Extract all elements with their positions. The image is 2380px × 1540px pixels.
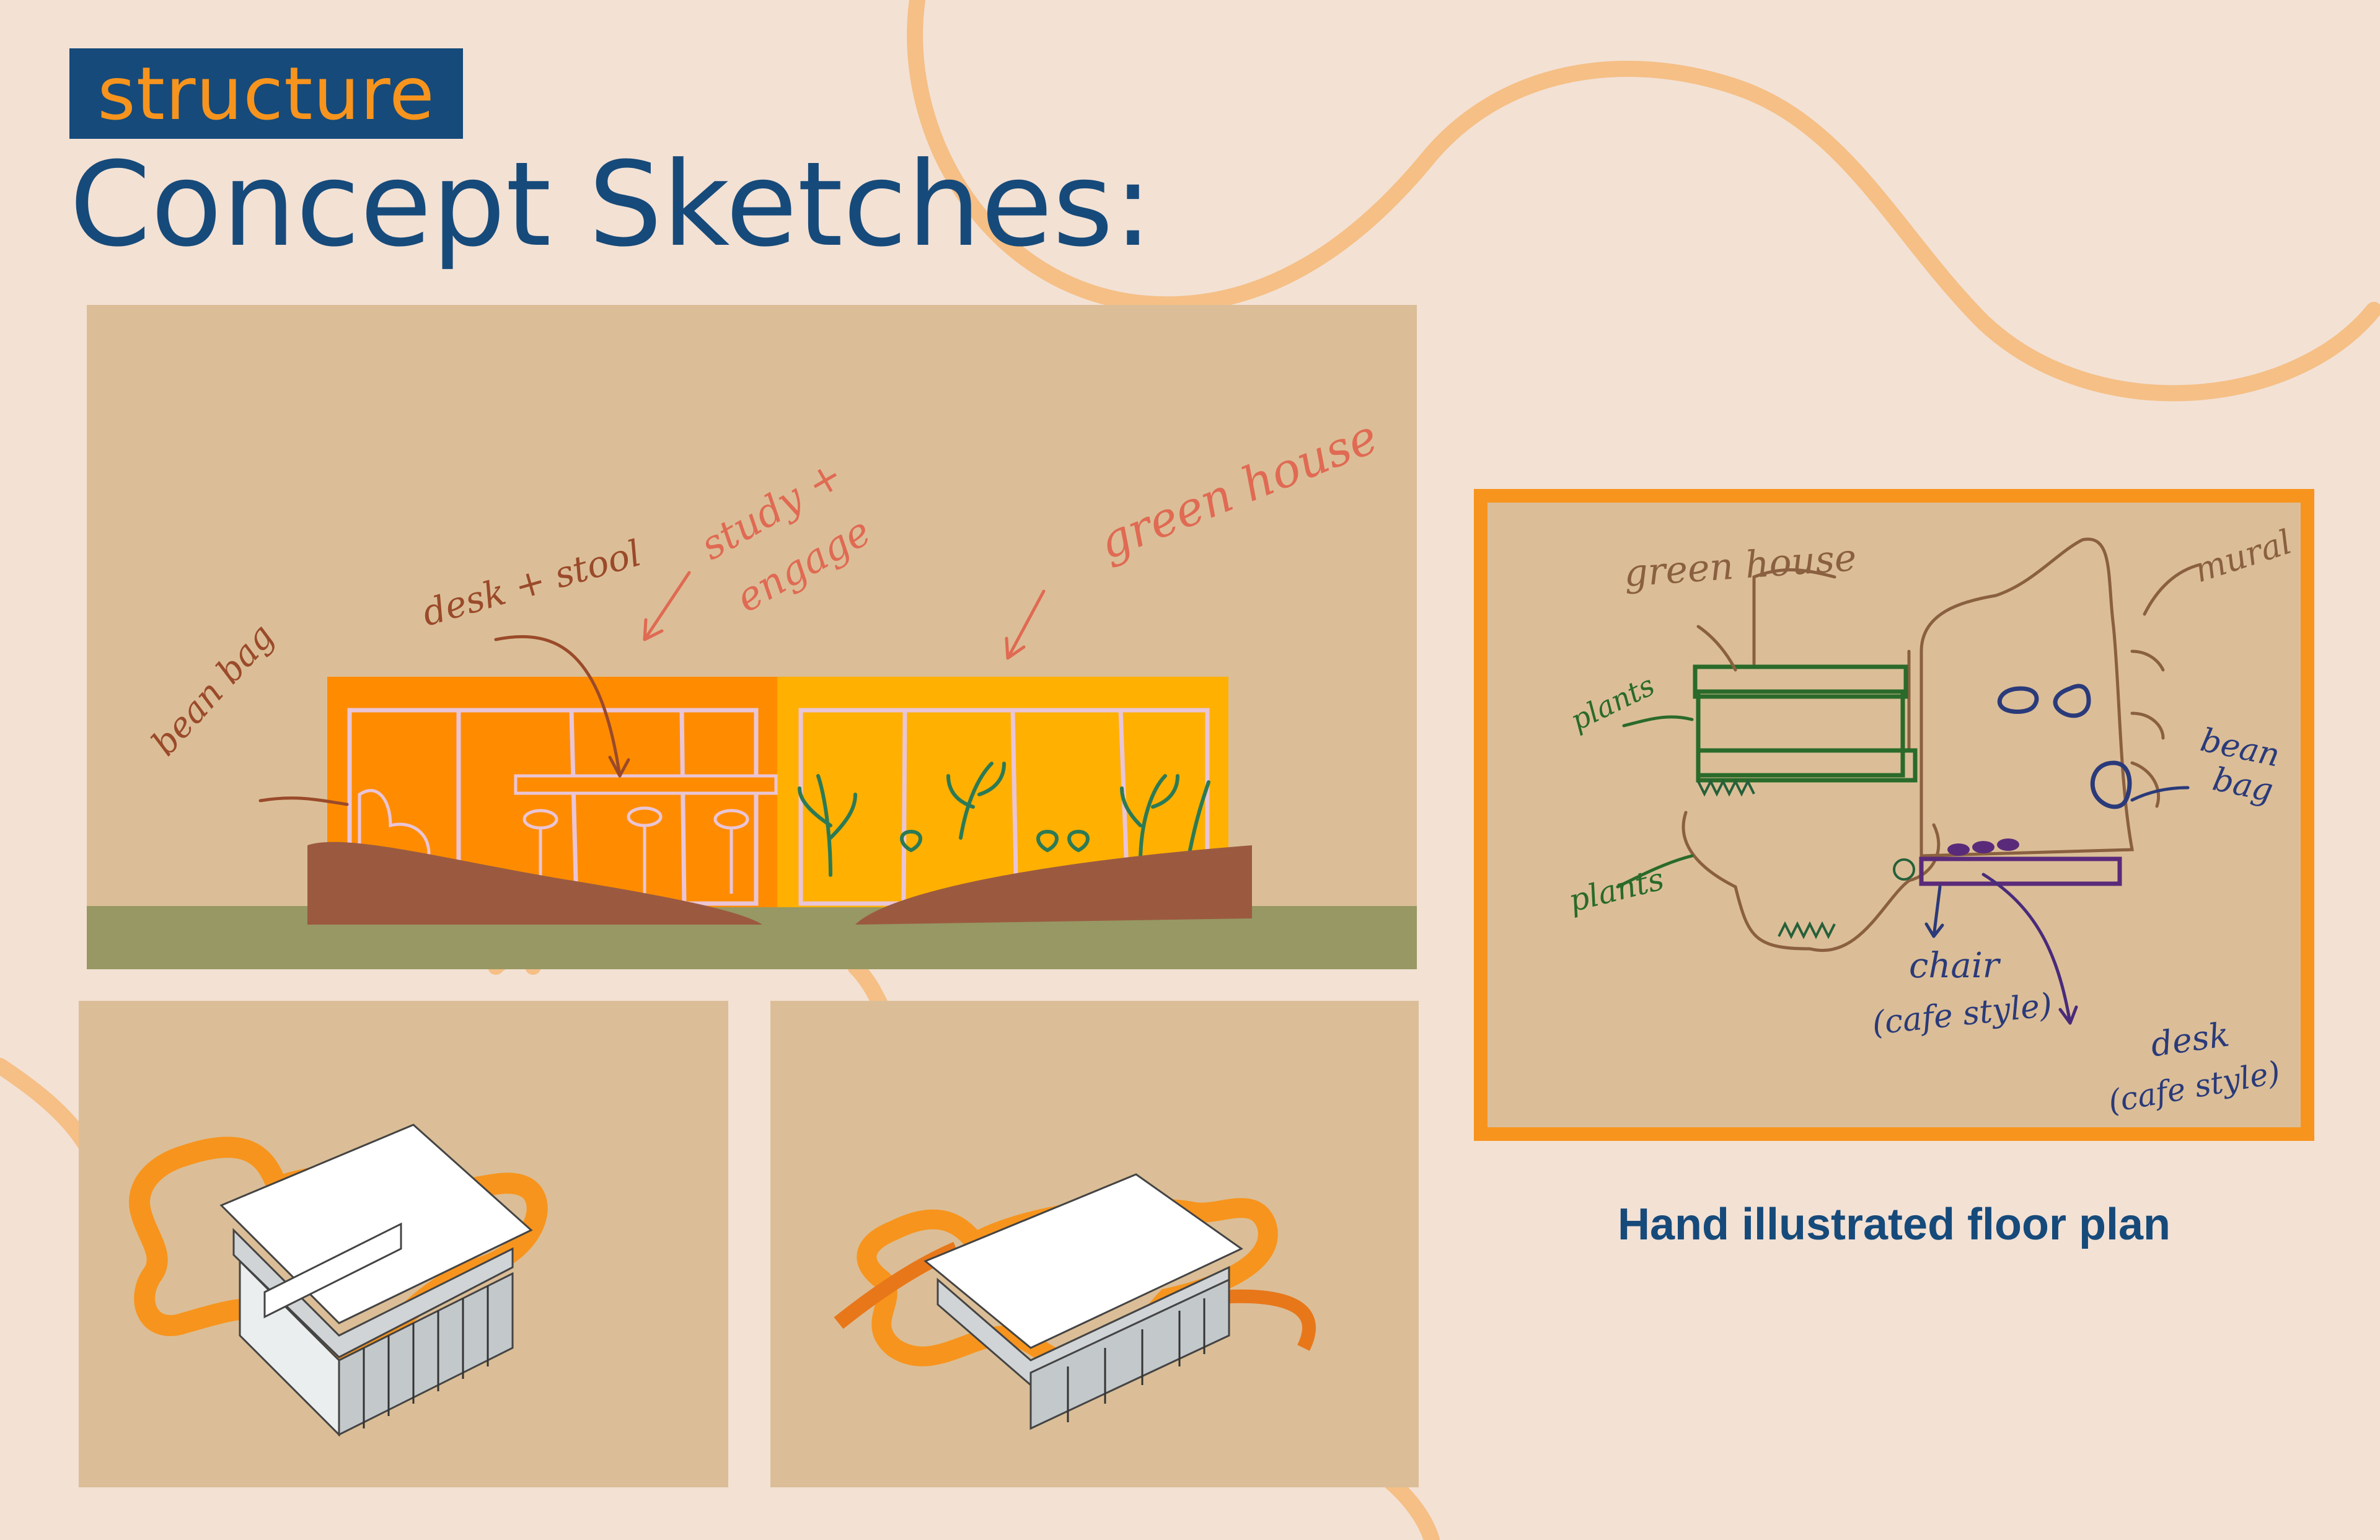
section-tag-text: structure xyxy=(97,51,435,136)
greenhouse-plants xyxy=(798,762,1210,877)
axonometric-render-1 xyxy=(79,1001,728,1487)
floor-plan-caption: Hand illustrated floor plan xyxy=(1617,1200,2171,1249)
window-frames xyxy=(347,708,1210,906)
plan-note-chair: chair xyxy=(1909,946,1999,986)
planter-left xyxy=(307,842,762,925)
axonometric-drawing-1 xyxy=(129,1124,548,1437)
axonometric-render-2 xyxy=(770,1001,1419,1487)
elevation-sketch-drawing xyxy=(87,571,1417,969)
page-title: Concept Sketches: xyxy=(69,137,1153,273)
section-tag: structure xyxy=(69,48,463,139)
floor-plan-frame: green house mural plants plants bean bag… xyxy=(1474,489,2314,1141)
annotation-arrows xyxy=(643,571,1046,660)
floor-plan-drawing xyxy=(1616,537,2202,1025)
axonometric-drawing-2 xyxy=(834,1173,1316,1430)
elevation-sketch-panel: bean bag desk + stool study + engage gre… xyxy=(87,305,1417,969)
desk-and-stools xyxy=(358,774,778,894)
planter-right xyxy=(855,845,1252,925)
